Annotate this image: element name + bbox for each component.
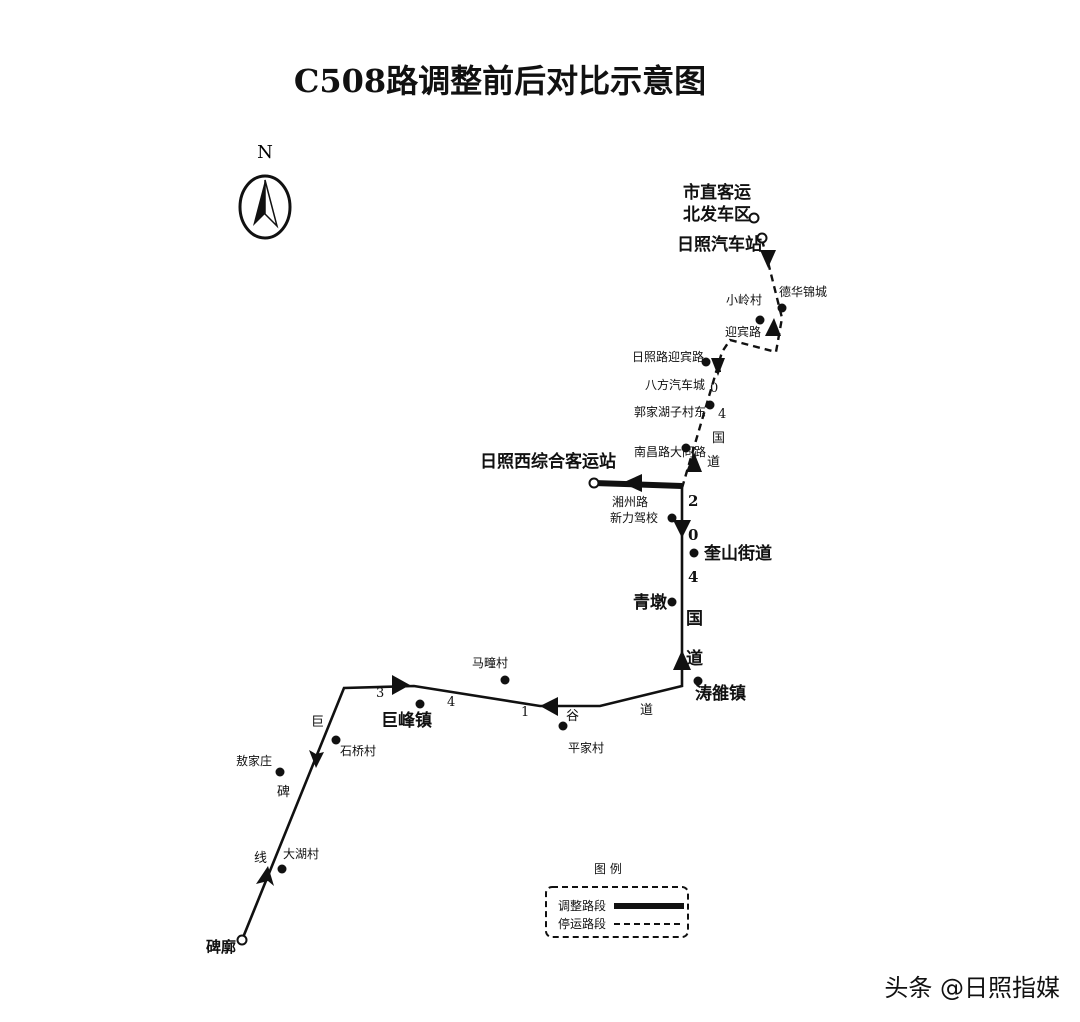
stop-label-bafang: 八方汽车城 [645,377,705,392]
stop-dot-taoluo [693,676,703,686]
legend-adjusted-label: 调整路段 [558,898,606,913]
g204-b-4: 4 [688,568,698,586]
terminal-north [748,212,760,224]
stop-dot-yingbin-ri [701,357,711,367]
north-label: N [257,142,273,163]
stop-label-west-terminal: 日照西综合客运站 [480,451,616,472]
road-label-bei: 碑 [277,784,290,800]
arrow-10 [760,250,776,268]
map-title: C508路调整前后对比示意图 [294,62,706,100]
stop-label-yingbin: 迎宾路 [725,324,761,339]
stop-dot-dahu [277,864,287,874]
g204-b-2: 2 [688,492,698,510]
road-label-dao: 道 [640,703,653,718]
arrow-6 [673,520,691,538]
stop-label-aojia: 敖家庄 [236,753,272,768]
arrow-8 [711,358,725,376]
watermark-text: 头条 @日照指媒 [884,974,1060,1002]
stop-label-start: 碑廓 [206,938,236,956]
arrow-3 [392,675,410,695]
stop-label-nanchang: 南昌路大同路 [634,444,706,459]
road-label-4: 4 [447,695,455,710]
legend-suspended-label: 停运路段 [558,916,606,931]
arrow-4 [540,697,558,716]
stop-label-bus-station: 日照汽车站 [677,234,762,255]
stop-dot-qingdun [667,597,677,607]
stop-dots [275,303,787,874]
arrow-9 [765,318,781,336]
stop-dot-shiqiao [331,735,341,745]
arrow-5 [673,650,691,670]
watermark: 头条 @日照指媒 [884,974,1060,1002]
terminal-west [588,477,600,489]
stop-label-shiqiao: 石桥村 [340,744,376,758]
g204-a-4: 4 [718,407,726,422]
stop-label-taoluo: 涛雒镇 [695,683,746,704]
stop-label-yingbin-ri: 日照路迎宾路 [632,349,704,364]
arrow-7 [686,452,702,472]
road-label-1: 1 [521,705,529,720]
stop-label-guojia: 郭家湖子村东 [634,404,706,419]
road-label-ju: 巨 [311,715,324,730]
stop-label-dehua: 德华锦城 [779,284,827,299]
legend: 图 例 调整路段 停运路段 [545,862,689,938]
stop-dot-xinli [667,513,677,523]
stop-dot-xiaoling [755,315,765,325]
stop-dot-nanchang [681,443,691,453]
arrow-adjusted [622,474,642,492]
arrow-1 [256,866,274,886]
stop-label-qingdun: 青墩 [633,592,668,613]
g204-b-0: 0 [688,526,698,544]
stop-dot-jufeng [415,699,425,709]
g204-a-dao: 道 [707,455,720,470]
arrow-2 [309,750,324,768]
north-arrow-icon: N [238,142,292,240]
stop-label-meizhou: 湘州路 [612,494,648,509]
stop-dot-guojia [705,400,715,410]
g204-b-guo: 国 [686,609,703,629]
terminal-bus-station [756,232,768,244]
stop-dot-matou [500,675,510,685]
legend-heading: 图 例 [594,862,622,876]
stop-label-terminal-line1: 市直客运 [683,182,751,203]
stop-label-kuishan: 奎山街道 [703,543,772,564]
stop-label-dahu: 大湖村 [283,846,319,861]
stop-label-xinli: 新力驾校 [610,510,658,525]
g204-a-0: 0 [710,381,718,396]
terminal-start [236,934,248,946]
stop-dot-kuishan [689,548,699,558]
stop-label-matou: 马疃村 [472,655,508,670]
stop-label-pingjia: 平家村 [568,740,604,755]
road-labels: 巨 碑 线 3 4 1 谷 道 2 0 4 国 道 2 0 4 国 道 [254,361,726,866]
stop-label-xiaoling: 小岭村 [726,293,762,307]
g204-a-2: 2 [714,361,722,376]
stop-dot-aojia [275,767,285,777]
stop-label-terminal-line2: 北发车区 [683,204,751,225]
g204-a-guo: 国 [712,431,725,446]
stop-dot-pingjia [558,721,568,731]
stop-dot-dehua [777,303,787,313]
g204-b-dao: 道 [686,648,703,669]
road-label-gu: 谷 [566,709,579,724]
road-label-xian: 线 [254,851,267,866]
stop-label-jufeng: 巨峰镇 [381,710,432,731]
road-label-3: 3 [376,686,384,701]
